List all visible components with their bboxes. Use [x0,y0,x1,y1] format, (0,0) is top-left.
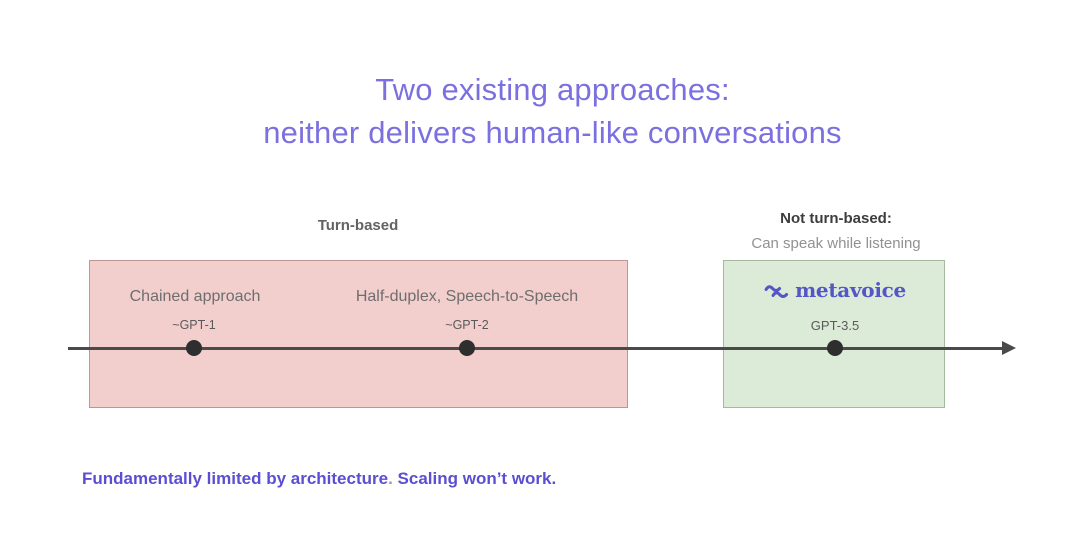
point-model-gpt1: ~GPT-1 [172,318,216,332]
metavoice-wordmark: metavoice [795,278,906,302]
point-label-chained-approach: Chained approach [129,288,261,305]
slide-title-line-1: Two existing approaches: [375,72,730,107]
not-turn-based-description: Can speak while listening [751,235,921,252]
metavoice-wave-icon [764,283,790,300]
not-turn-based-label: Not turn-based: [780,210,892,227]
slide-title-line-2: neither delivers human-like conversation… [263,115,842,150]
turn-based-label: Turn-based [317,217,399,234]
point-model-gpt2: ~GPT-2 [445,318,489,332]
turn-based-box [89,260,628,408]
timeline-dot-gpt35 [827,340,843,356]
timeline-dot-gpt2 [459,340,475,356]
slide-title: Two existing approaches: neither deliver… [25,68,1080,154]
timeline-dot-gpt1 [186,340,202,356]
footer-separator: . [388,469,398,488]
footer-claim: Fundamentally limited by architecture [82,469,389,488]
timeline-axis [68,347,1006,350]
not-turn-based-box [723,260,945,408]
timeline-arrowhead-icon [1002,341,1016,355]
point-label-half-duplex: Half-duplex, Speech-to-Speech [355,288,579,305]
footer-statement: Fundamentally limited by architecture. S… [82,469,556,489]
point-model-gpt35: GPT-3.5 [810,318,860,333]
footer-conclusion: Scaling won’t work. [397,469,557,488]
metavoice-logo: metavoice [764,280,906,300]
